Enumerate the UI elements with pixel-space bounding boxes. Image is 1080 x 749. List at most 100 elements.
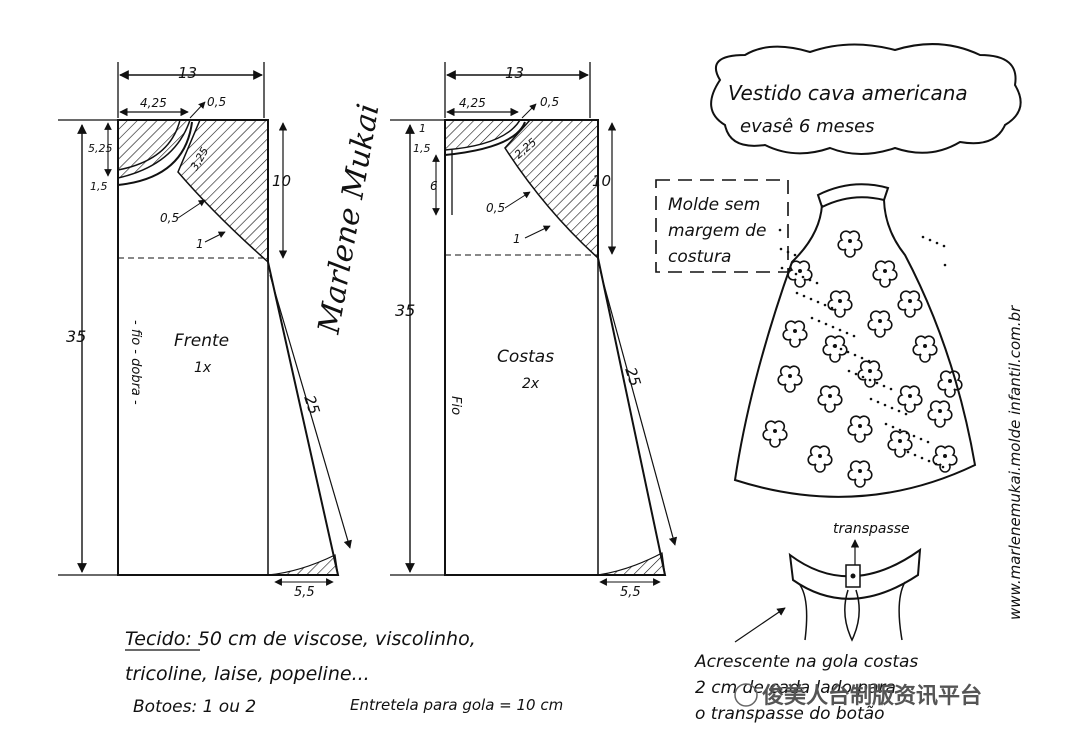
- flower-center: [858, 424, 862, 428]
- print-dot: [898, 428, 902, 432]
- print-dot: [832, 344, 836, 348]
- back-curve-in: 0,5: [486, 201, 505, 215]
- front-neck-width: 4,25: [140, 96, 167, 110]
- print-dot: [905, 431, 909, 435]
- print-dot: [823, 303, 827, 307]
- flower-motif: [897, 385, 923, 413]
- print-dot: [824, 322, 828, 326]
- dress-body: [733, 199, 977, 498]
- print-dot: [920, 456, 924, 460]
- print-dot: [913, 453, 917, 457]
- note-line3: costura: [668, 247, 731, 267]
- flower-center: [793, 329, 797, 333]
- print-dot: [860, 356, 864, 360]
- print-dot: [816, 300, 820, 304]
- dress-illustration: [733, 183, 977, 498]
- print-dot: [921, 235, 925, 239]
- flower-motif: [937, 370, 963, 398]
- flower-motif: [872, 260, 898, 288]
- print-dot: [927, 459, 931, 463]
- back-side-length: 25: [621, 365, 644, 389]
- back-top-width: 13: [505, 64, 524, 82]
- fabric-interfacing: Entretela para gola = 10 cm: [350, 696, 563, 714]
- front-neck-small: 1,5: [90, 180, 108, 193]
- back-placket: 6: [430, 179, 438, 193]
- print-dot: [847, 369, 851, 373]
- flower-center: [898, 439, 902, 443]
- back-neckline: [444, 121, 526, 156]
- flower-center: [908, 394, 912, 398]
- collar-note-line1: Acrescente na gola costas: [694, 652, 918, 672]
- print-dot: [890, 406, 894, 410]
- flower-motif: [867, 310, 893, 338]
- front-neck-hatch: [117, 119, 192, 179]
- back-grain-label: Fio: [448, 396, 463, 415]
- flower-center: [943, 454, 947, 458]
- front-mark-arrow: [204, 231, 226, 243]
- front-offset-arrow: [189, 101, 206, 119]
- flower-center: [798, 269, 802, 273]
- print-dot: [831, 325, 835, 329]
- flower-motif: [777, 365, 803, 393]
- back-neck-drop-a: 1: [419, 122, 426, 135]
- flower-center: [838, 299, 842, 303]
- flower-center: [908, 299, 912, 303]
- collar-detail: transpasse: [734, 521, 922, 643]
- front-hem-hatch: [267, 554, 339, 576]
- back-curve-arrow: [504, 191, 531, 209]
- print-dot: [934, 462, 938, 466]
- print-dot: [795, 291, 799, 295]
- print-dot: [867, 359, 871, 363]
- dress-flower-print: [762, 228, 963, 488]
- back-curve-mark: 1: [513, 232, 521, 246]
- note-line1: Molde sem: [668, 195, 760, 215]
- front-curve-arrow: [177, 199, 206, 219]
- print-dot: [941, 465, 945, 469]
- front-curve-mark: 1: [196, 237, 204, 251]
- flower-center: [868, 369, 872, 373]
- back-side-arrow: [599, 269, 678, 546]
- collar-label: transpasse: [833, 521, 910, 537]
- flower-motif: [897, 290, 923, 318]
- print-dot: [884, 422, 888, 426]
- front-top-width: 13: [178, 64, 197, 82]
- print-dot: [787, 269, 791, 273]
- flower-center: [948, 379, 952, 383]
- back-offset-arrow: [521, 103, 537, 119]
- flower-motif: [807, 445, 833, 473]
- print-dot: [845, 331, 849, 335]
- print-dot: [794, 272, 798, 276]
- fabric-line1: Tecido: 50 cm de viscose, viscolinho,: [125, 628, 476, 650]
- flower-motif: [837, 230, 863, 258]
- collar-left-edge: [799, 584, 808, 641]
- signature: Marlene Mukai: [312, 101, 387, 337]
- print-dot: [912, 434, 916, 438]
- front-curve-in: 0,5: [160, 211, 179, 225]
- front-neckline: [117, 121, 193, 186]
- flower-motif: [762, 420, 788, 448]
- print-dot: [839, 347, 843, 351]
- back-piece-name: Costas: [497, 347, 554, 367]
- print-dot: [801, 275, 805, 279]
- print-dot: [928, 238, 932, 242]
- back-length: 35: [395, 301, 415, 320]
- print-dot: [943, 263, 947, 267]
- front-neckline-inner: [117, 119, 181, 171]
- flower-center: [848, 239, 852, 243]
- title-cloud: [710, 43, 1022, 155]
- flower-motif: [817, 385, 843, 413]
- print-dot: [846, 350, 850, 354]
- print-dot: [780, 266, 784, 270]
- flower-center: [923, 344, 927, 348]
- note-box: [655, 179, 789, 273]
- print-dot: [854, 372, 858, 376]
- print-dot: [815, 281, 819, 285]
- print-dot: [786, 250, 790, 254]
- front-armhole-hatch: [177, 119, 269, 264]
- print-dot: [889, 387, 893, 391]
- print-dot: [778, 228, 782, 232]
- back-neck-width: 4,25: [459, 96, 486, 110]
- front-neck-drop: 5,25: [88, 142, 113, 155]
- collar-band: [788, 547, 922, 600]
